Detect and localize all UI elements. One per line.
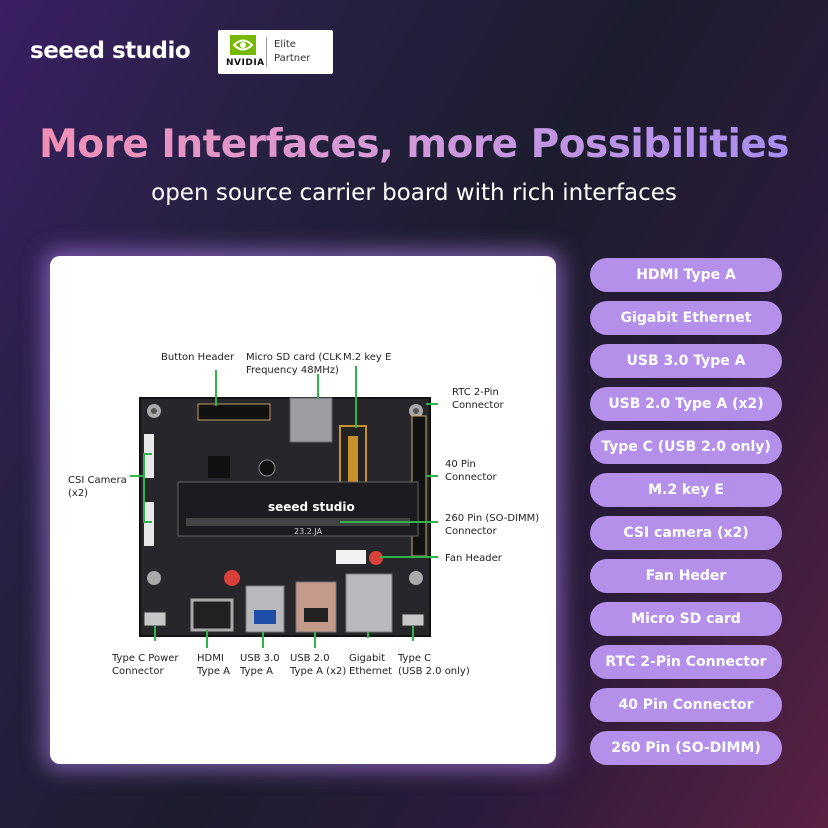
callout-button-header: Button Header	[161, 352, 235, 363]
feature-pill: Fan Heder	[590, 559, 782, 593]
feature-pill: Type C (USB 2.0 only)	[590, 430, 782, 464]
nvidia-wordmark: NVIDIA	[226, 58, 265, 68]
feature-pill: M.2 key E	[590, 473, 782, 507]
callout-hdmi: HDMI Type A	[197, 653, 230, 677]
feature-pill: 260 Pin (SO-DIMM)	[590, 731, 782, 765]
callout-micro-sd: Micro SD card (CLK Frequency 48MHz)	[246, 352, 342, 376]
callout-ethernet: Gigabit Ethernet	[349, 653, 393, 677]
hdmi-port	[190, 598, 234, 632]
callout-sodimm: 260 Pin (SO-DIMM) Connector	[445, 513, 540, 537]
partner-tier: Elite Partner	[274, 39, 311, 64]
typec-power-port	[143, 611, 167, 627]
callout-typec-power: Type C Power Connector	[112, 653, 179, 677]
feature-pill: 40 Pin Connector	[590, 688, 782, 722]
callout-usb2: USB 2.0 Type A (x2)	[290, 653, 347, 677]
feature-pill: Gigabit Ethernet	[590, 301, 782, 335]
usb3-port	[245, 585, 285, 633]
feature-pill: HDMI Type A	[590, 258, 782, 292]
feature-pill: Micro SD card	[590, 602, 782, 636]
callout-fan: Fan Header	[445, 553, 502, 564]
callout-typec: Type C (USB 2.0 only)	[398, 653, 470, 677]
board-photo-panel: seeed studio 23.2.JA	[50, 256, 556, 764]
typec-port	[401, 613, 425, 627]
sodimm-module	[177, 481, 419, 537]
feature-pill: USB 2.0 Type A (x2)	[590, 387, 782, 421]
callout-csi: CSI Camera (x2)	[68, 475, 127, 499]
button-header	[197, 403, 271, 421]
feature-pill: CSI camera (x2)	[590, 516, 782, 550]
callout-40pin: 40 Pin Connector	[445, 459, 497, 483]
callout-m2-key-e: M.2 key E	[343, 352, 392, 363]
nvidia-partner-badge: NVIDIA Elite Partner	[218, 30, 333, 74]
carrier-board-illustration: seeed studio 23.2.JA	[130, 366, 438, 648]
ethernet-port	[345, 573, 393, 633]
fan-header	[336, 550, 366, 564]
brand-logo: seeed studio	[30, 38, 191, 64]
callout-rtc: RTC 2-Pin Connector	[452, 387, 504, 411]
micro-sd-slot	[289, 397, 333, 443]
feature-pill: USB 3.0 Type A	[590, 344, 782, 378]
page-title: More Interfaces, more Possibilities	[39, 122, 790, 167]
feature-pill: RTC 2-Pin Connector	[590, 645, 782, 679]
callout-usb3: USB 3.0 Type A	[240, 653, 280, 677]
usb2-port	[295, 581, 337, 633]
board-code: 23.2.JA	[294, 527, 323, 536]
board-silkscreen: seeed studio	[268, 500, 355, 514]
nvidia-eye-icon	[230, 35, 256, 55]
csi-connector-2	[144, 502, 154, 546]
csi-connector-1	[144, 434, 154, 478]
badge-divider	[266, 37, 267, 67]
page-subtitle: open source carrier board with rich inte…	[151, 180, 677, 206]
